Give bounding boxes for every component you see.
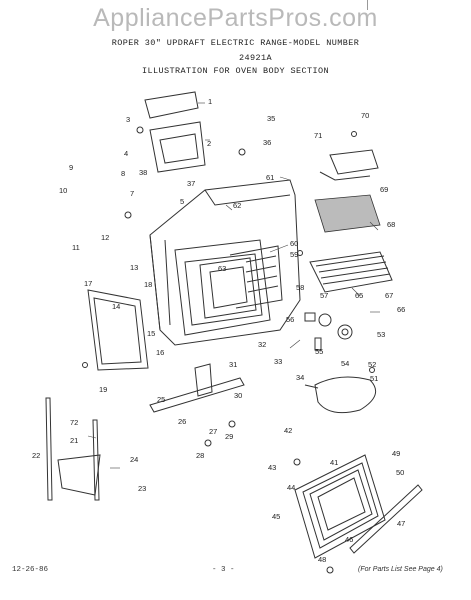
callout-32: 32 (258, 340, 266, 349)
callout-71: 71 (314, 131, 322, 140)
trim-strips (45, 397, 101, 501)
callout-65: 65 (355, 291, 363, 300)
callout-47: 47 (397, 519, 405, 528)
callout-48: 48 (318, 555, 326, 564)
callout-51: 51 (370, 374, 378, 383)
callout-69: 69 (380, 185, 388, 194)
callout-13: 13 (130, 263, 138, 272)
callout-41: 41 (330, 458, 338, 467)
callout-28: 28 (196, 451, 204, 460)
callout-54: 54 (341, 359, 349, 368)
oven-liner (199, 245, 283, 319)
callout-63: 63 (218, 264, 226, 273)
edge-mark (367, 0, 368, 10)
callout-35: 35 (267, 114, 275, 123)
callout-62: 62 (233, 201, 241, 210)
leader-lines (87, 102, 380, 469)
vent-trim (144, 91, 206, 173)
thermostat-parts (304, 312, 353, 351)
callout-21: 21 (70, 436, 78, 445)
callout-numbers: 1 2 3 4 5 7 8 9 10 11 12 13 14 15 16 17 … (32, 97, 405, 564)
callout-37: 37 (187, 179, 195, 188)
callout-43: 43 (268, 463, 276, 472)
callout-31: 31 (229, 360, 237, 369)
callout-11: 11 (72, 243, 80, 252)
callout-42: 42 (284, 426, 292, 435)
callout-44: 44 (287, 483, 295, 492)
callout-45: 45 (272, 512, 280, 521)
callout-61: 61 (266, 173, 274, 182)
callout-25: 25 (157, 395, 165, 404)
section-title: ILLUSTRATION FOR OVEN BODY SECTION (141, 66, 330, 76)
diagram-title: ROPER 30" UPDRAFT ELECTRIC RANGE-MODEL N… (111, 38, 360, 48)
callout-72: 72 (70, 418, 78, 427)
callout-49: 49 (392, 449, 400, 458)
callout-50: 50 (396, 468, 404, 477)
callout-29: 29 (225, 432, 233, 441)
callout-38: 38 (139, 168, 147, 177)
callout-14: 14 (112, 302, 120, 311)
callout-68: 68 (387, 220, 395, 229)
callout-66: 66 (397, 305, 405, 314)
callout-57: 57 (320, 291, 328, 300)
callout-22: 22 (32, 451, 40, 460)
callout-46: 46 (345, 535, 353, 544)
oven-body (149, 179, 301, 346)
callout-30: 30 (234, 391, 242, 400)
callout-7: 7 (130, 189, 134, 198)
oven-door (294, 454, 386, 559)
callout-58: 58 (296, 283, 304, 292)
callout-26: 26 (178, 417, 186, 426)
screws (82, 126, 375, 574)
side-panel (87, 289, 149, 371)
callout-52: 52 (368, 360, 376, 369)
callout-10: 10 (59, 186, 67, 195)
footer-date: 12-26-86 (12, 566, 49, 574)
callout-36: 36 (263, 138, 271, 147)
callout-53: 53 (377, 330, 385, 339)
callout-27: 27 (209, 427, 217, 436)
model-number: 24921A (238, 53, 272, 63)
callout-34: 34 (296, 373, 304, 382)
parts-list-note: (For Parts List See Page 4) (358, 566, 443, 573)
callout-67: 67 (385, 291, 393, 300)
hinge-bracket (149, 363, 245, 413)
callout-18: 18 (144, 280, 152, 289)
callout-15: 15 (147, 329, 155, 338)
callout-17: 17 (84, 279, 92, 288)
door-handle (349, 484, 423, 554)
callout-24: 24 (130, 455, 138, 464)
callout-55: 55 (315, 347, 323, 356)
callout-12: 12 (101, 233, 109, 242)
watermark: AppliancePartsPros.com (93, 4, 378, 32)
callout-23: 23 (138, 484, 146, 493)
callout-59: 59 (290, 250, 298, 259)
oven-rack (309, 251, 393, 293)
callout-4: 4 (124, 149, 128, 158)
callout-9: 9 (69, 163, 73, 172)
broiler-pan (314, 149, 381, 233)
callout-2: 2 (207, 139, 211, 148)
callout-16: 16 (156, 348, 164, 357)
callout-56: 56 (286, 315, 294, 324)
callout-5: 5 (180, 197, 184, 206)
callout-60: 60 (290, 239, 298, 248)
callout-1: 1 (208, 97, 212, 106)
callout-8: 8 (121, 169, 125, 178)
callout-70: 70 (361, 111, 369, 120)
callout-33: 33 (274, 357, 282, 366)
page-number: - 3 - (212, 566, 235, 574)
bake-element (304, 376, 377, 414)
callout-3a: 3 (126, 115, 130, 124)
callout-19: 19 (99, 385, 107, 394)
